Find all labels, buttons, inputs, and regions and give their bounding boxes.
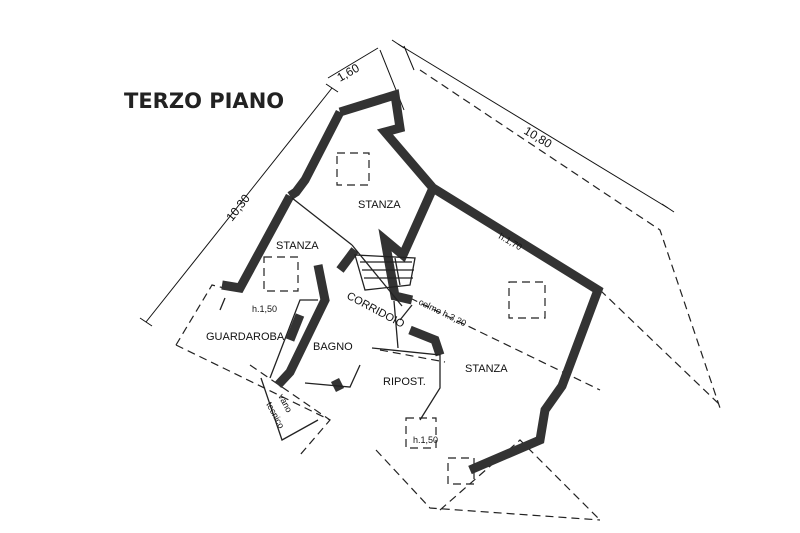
label-stanza-right: STANZA xyxy=(465,363,508,375)
dim-top-width: 10,80 xyxy=(521,124,554,152)
height-h150-bottom: h.1,50 xyxy=(413,435,438,445)
label-bagno: BAGNO xyxy=(313,341,353,353)
dimension-lines xyxy=(139,39,675,327)
dim-top-short: 1,60 xyxy=(335,61,363,85)
walls xyxy=(221,89,604,475)
label-ripost: RIPOST. xyxy=(383,376,426,388)
label-guardaroba: GUARDAROBA xyxy=(206,331,285,343)
label-stanza-top: STANZA xyxy=(358,199,401,211)
staircase xyxy=(360,257,414,286)
roof-outline xyxy=(175,69,721,521)
height-h150-left: h.1,50 xyxy=(252,304,277,314)
interior-lines xyxy=(219,197,441,441)
plan-title: TERZO PIANO xyxy=(124,89,284,113)
dim-left-height: 10,30 xyxy=(223,191,253,224)
label-stanza-left: STANZA xyxy=(276,240,319,252)
height-colmo: colmo h.3,20 xyxy=(417,297,468,329)
